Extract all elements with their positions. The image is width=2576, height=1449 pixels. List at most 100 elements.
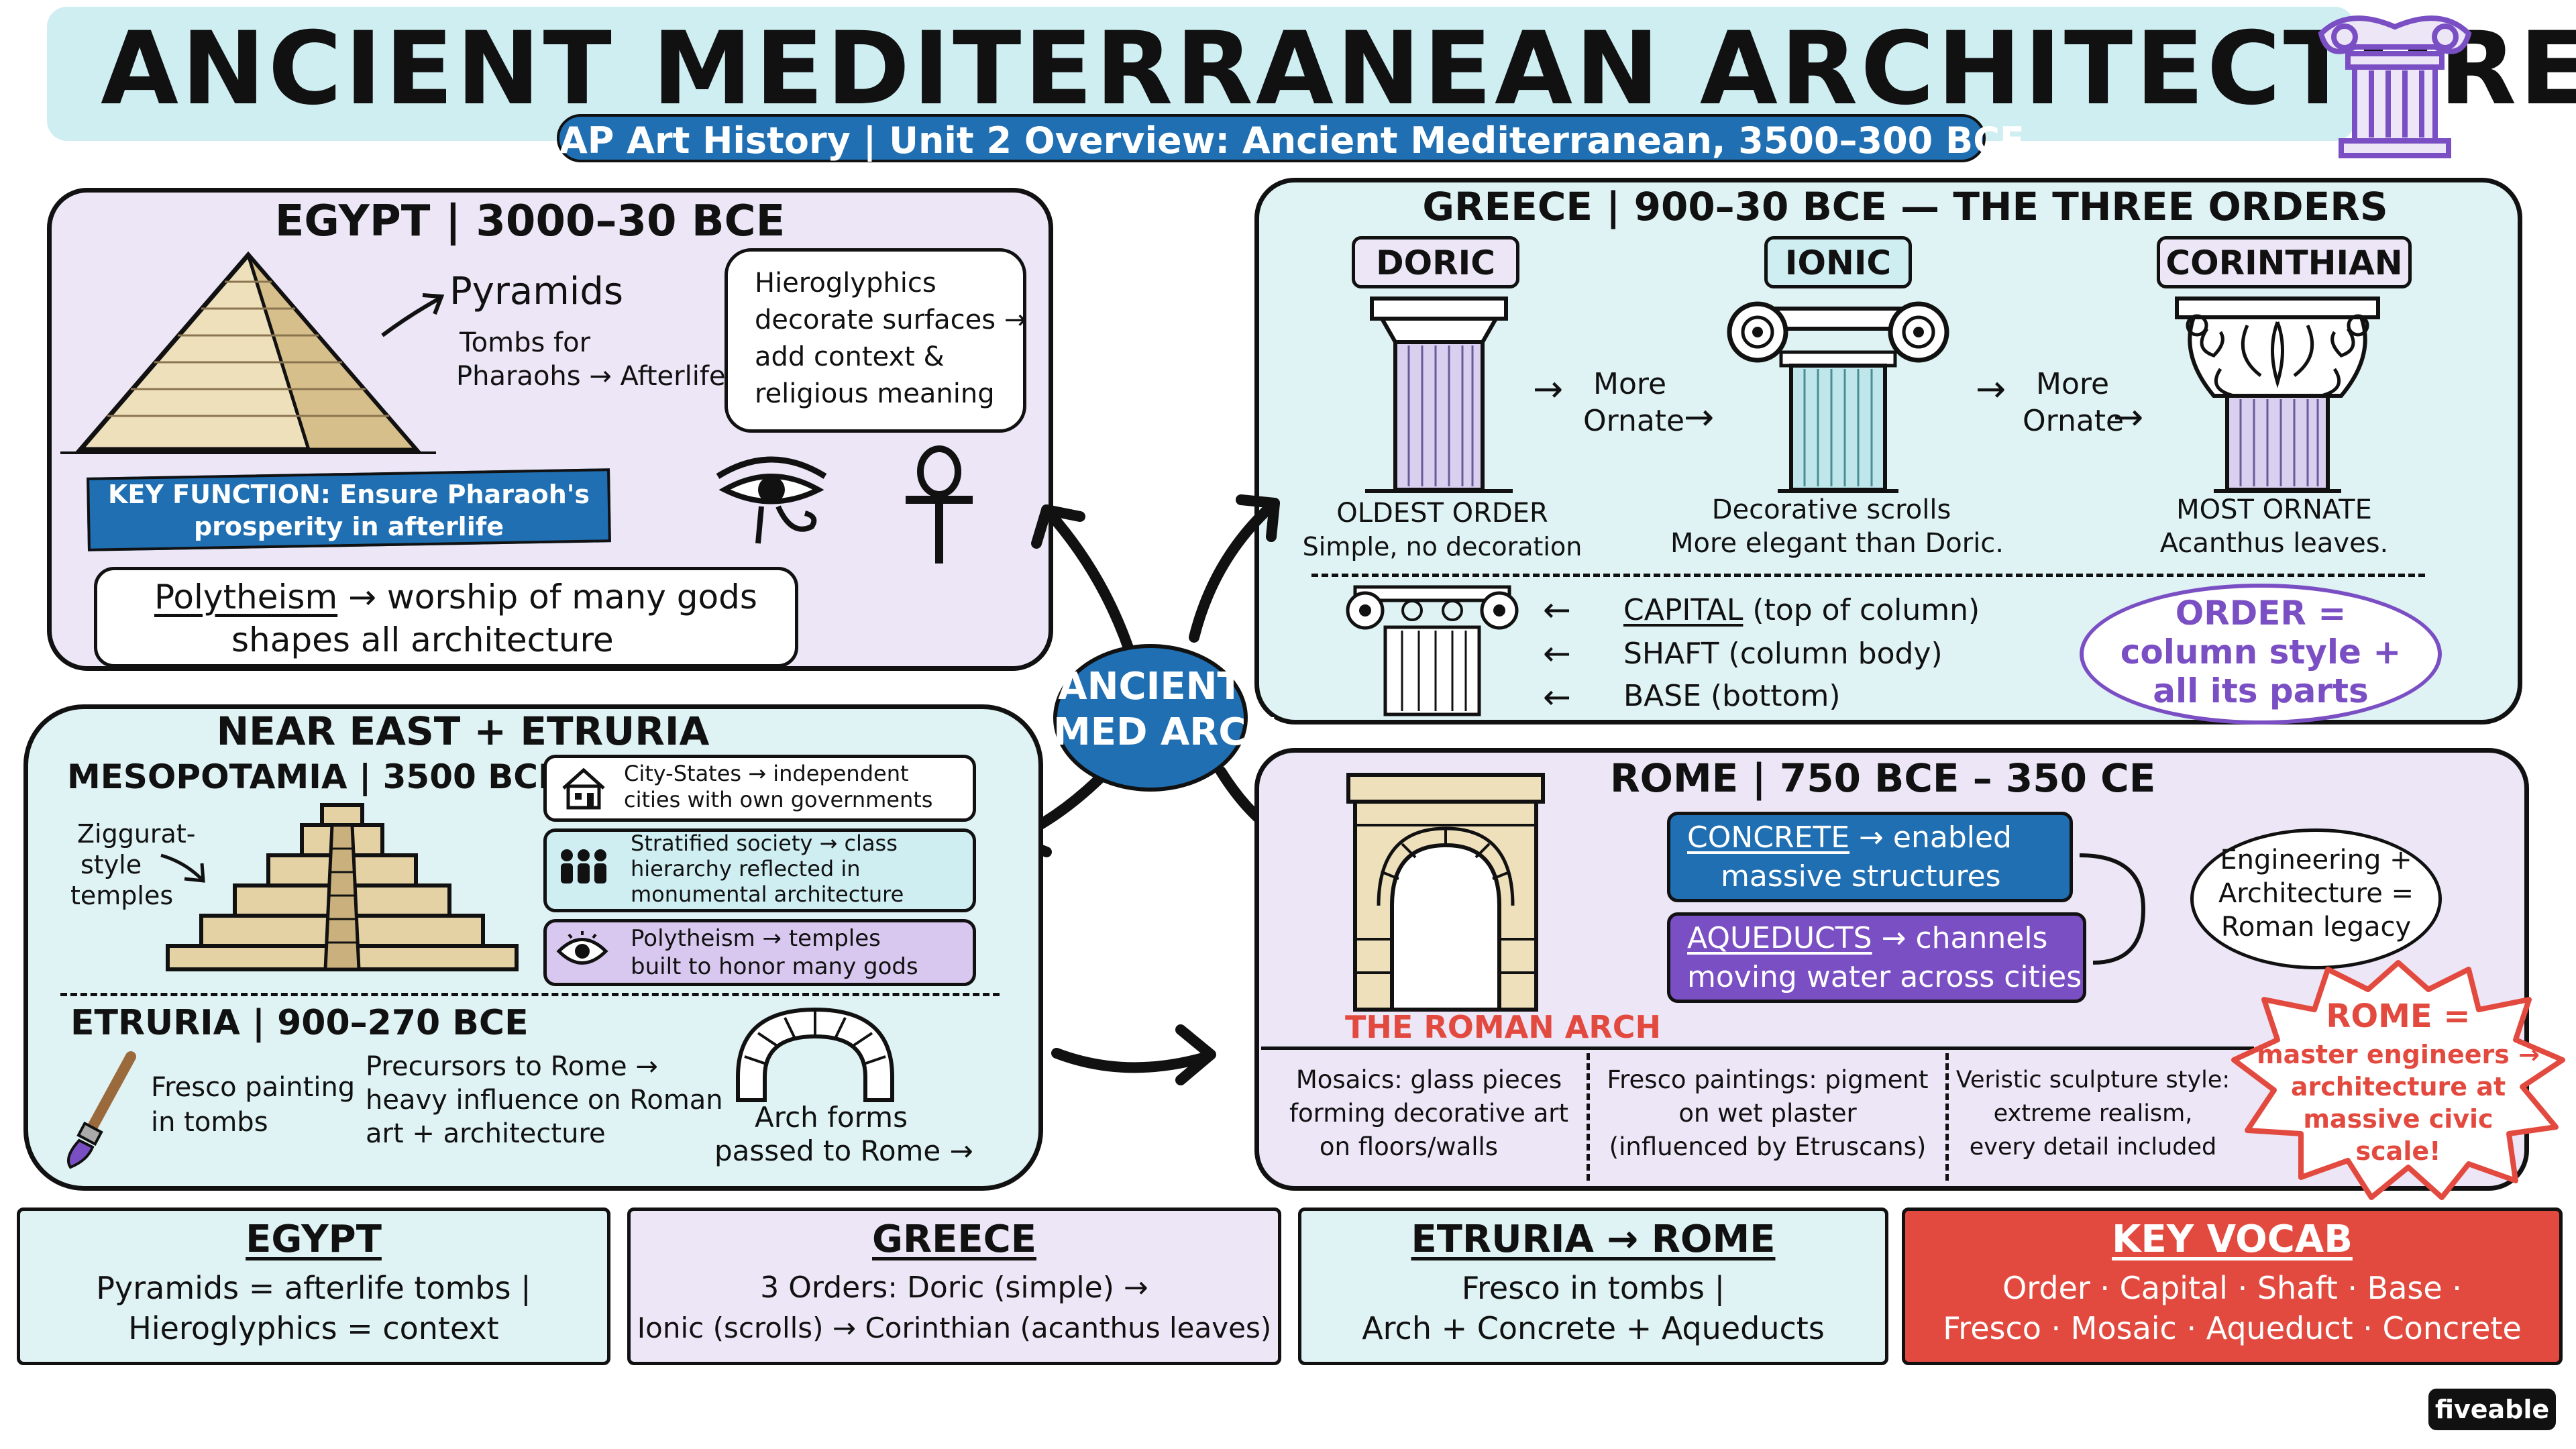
order-definition-oval — [2080, 584, 2442, 724]
polytheism-rest: → worship of many gods — [348, 578, 757, 616]
frescos-line-1: Fresco paintings: pigment — [1607, 1065, 1929, 1094]
pyramids-arrow-icon — [381, 293, 445, 337]
polytheism-line-2: shapes all architecture — [231, 621, 614, 659]
summary-card-etruria-rome — [1298, 1208, 1888, 1365]
order-def-1: ORDER = — [2175, 594, 2347, 633]
rome-divider — [1261, 1046, 2254, 1050]
summary-greece-line-1: 3 Orders: Doric (simple) → — [760, 1271, 1148, 1305]
hub-line-2: MED ARCH — [1053, 710, 1278, 754]
pyramid-icon — [60, 251, 436, 454]
more-ornate-1-arrow: → — [1533, 368, 1564, 410]
part-shaft: SHAFT (column body) — [1623, 634, 1943, 674]
neareast-divider — [60, 993, 1000, 996]
ziggurat-label-1: Ziggurat- — [77, 819, 196, 849]
fact-city-1: City-States → independent — [624, 761, 909, 786]
part-capital-term: CAPITAL — [1623, 593, 1743, 627]
city-icon — [562, 767, 605, 810]
burst-line-3: architecture at — [2290, 1072, 2506, 1102]
ziggurat-label-2: style — [80, 850, 142, 879]
polytheism-box — [94, 567, 798, 667]
legacy-line-3: Roman legacy — [2220, 912, 2412, 943]
doric-column-icon — [1365, 297, 1513, 493]
people-icon — [561, 849, 606, 883]
concrete-line-2: massive structures — [1721, 859, 2001, 894]
summary-etruria-title: ETRURIA → ROME — [1411, 1218, 1776, 1261]
roman-arch-label: THE ROMAN ARCH — [1345, 1009, 1662, 1045]
key-function-line-2: prosperity in afterlife — [193, 512, 504, 541]
hiero-line-4: religious meaning — [755, 378, 995, 409]
egypt-title: EGYPT | 3000–30 BCE — [274, 197, 786, 246]
veristic-line-3: every detail included — [1969, 1134, 2217, 1161]
base-arrow: ← — [1543, 678, 1571, 716]
veristic-line-2: extreme realism, — [1993, 1100, 2193, 1127]
part-shaft-term: SHAFT — [1623, 637, 1719, 671]
page-subtitle: AP Art History | Unit 2 Overview: Ancien… — [557, 114, 2025, 162]
fact-box-city-states — [543, 755, 976, 822]
summary-greece-title: GREECE — [872, 1218, 1036, 1261]
greece-title: GREECE | 900–30 BCE — THE THREE ORDERS — [1422, 184, 2388, 229]
hiero-line-3: add context & — [755, 341, 945, 372]
summary-card-egypt — [17, 1208, 610, 1365]
fresco-line-1: Fresco painting — [151, 1072, 356, 1103]
aqueducts-line-2: moving water across cities — [1687, 960, 2082, 994]
hiero-line-2: decorate surfaces → — [755, 305, 1027, 335]
pyramids-desc-1: Tombs for — [460, 327, 591, 358]
eye-icon — [556, 931, 608, 965]
aqueducts-term: AQUEDUCTS — [1687, 921, 1872, 955]
mosaics-line-3: on floors/walls — [1319, 1132, 1499, 1161]
frescos-line-3: (influenced by Etruscans) — [1609, 1132, 1927, 1161]
eye-of-horus-icon — [716, 456, 827, 544]
roman-arch-icon — [1346, 773, 1545, 1012]
page-title: ANCIENT MEDITERRANEAN ARCHITECTURE — [101, 11, 2576, 127]
veristic-line-1: Veristic sculpture style: — [1955, 1067, 2231, 1093]
neareast-title: NEAR EAST + ETRURIA — [216, 708, 710, 754]
fresco-line-2: in tombs — [151, 1107, 268, 1138]
summary-etruria-line-1: Fresco in tombs | — [1461, 1270, 1725, 1306]
column-icon — [2318, 15, 2472, 158]
summary-card-key-vocab — [1902, 1208, 2563, 1365]
order-label-corinthian: CORINTHIAN — [2157, 236, 2412, 288]
burst-line-5: scale! — [2355, 1136, 2441, 1166]
summary-vocab-line-1: Order · Capital · Shaft · Base · — [2002, 1270, 2462, 1306]
part-capital: CAPITAL (top of column) — [1623, 590, 1980, 631]
rome-col-divider-2 — [1945, 1053, 1949, 1181]
mosaics-line-2: forming decorative art — [1289, 1099, 1568, 1128]
brand-logo: fiveable — [2428, 1389, 2556, 1430]
precursors-line-2: heavy influence on Roman — [366, 1085, 723, 1116]
pyramids-label: Pyramids — [449, 270, 624, 313]
ionic-column-icon — [1727, 301, 1949, 493]
pyramids-desc-2: Pharaohs → Afterlife — [456, 361, 726, 392]
rome-col-divider-1 — [1587, 1053, 1590, 1181]
more-ornate-1-more: More — [1593, 367, 1667, 401]
corinthian-desc-2: Acanthus leaves. — [2159, 528, 2389, 559]
summary-vocab-line-2: Fresco · Mosaic · Aqueduct · Concrete — [1943, 1310, 2522, 1346]
legacy-line-2: Architecture = — [2218, 878, 2414, 909]
ionic-desc-1: Decorative scrolls — [1711, 494, 1951, 525]
more-ornate-1-arrow-2: → — [1684, 396, 1715, 438]
hub-circle — [1053, 644, 1248, 792]
fact-box-stratified — [543, 828, 976, 912]
rome-title: ROME | 750 BCE – 350 CE — [1610, 755, 2156, 801]
ziggurat-icon — [166, 803, 519, 971]
frescos-line-2: on wet plaster — [1678, 1099, 1857, 1128]
part-shaft-def: (column body) — [1728, 637, 1943, 671]
rome-burst — [2231, 960, 2565, 1200]
more-ornate-2-arrow: → — [1976, 368, 2006, 410]
burst-line-2: master engineers → — [2257, 1040, 2540, 1069]
summary-egypt-line-2: Hieroglyphics = context — [128, 1310, 499, 1346]
aqueducts-rest: → channels — [1881, 921, 2048, 955]
aqueducts-box — [1667, 912, 2086, 1003]
burst-line-1: ROME = — [2326, 998, 2471, 1035]
capital-arrow: ← — [1543, 590, 1571, 629]
concrete-rest: → enabled — [1859, 820, 2012, 855]
mosaics-line-1: Mosaics: glass pieces — [1295, 1065, 1562, 1094]
summary-card-greece — [627, 1208, 1281, 1365]
polytheism-term: Polytheism — [154, 578, 338, 616]
part-base-def: (bottom) — [1711, 679, 1841, 713]
hub-line-1: ANCIENT — [1058, 665, 1243, 708]
summary-egypt-line-1: Pyramids = afterlife tombs | — [96, 1270, 531, 1306]
aqueducts-line-1: AQUEDUCTS → channels — [1687, 919, 2047, 958]
summary-etruria-line-2: Arch + Concrete + Aqueducts — [1362, 1310, 1825, 1346]
arch-forms-line-1: Arch forms — [755, 1101, 908, 1134]
part-base-term: BASE — [1623, 679, 1702, 713]
